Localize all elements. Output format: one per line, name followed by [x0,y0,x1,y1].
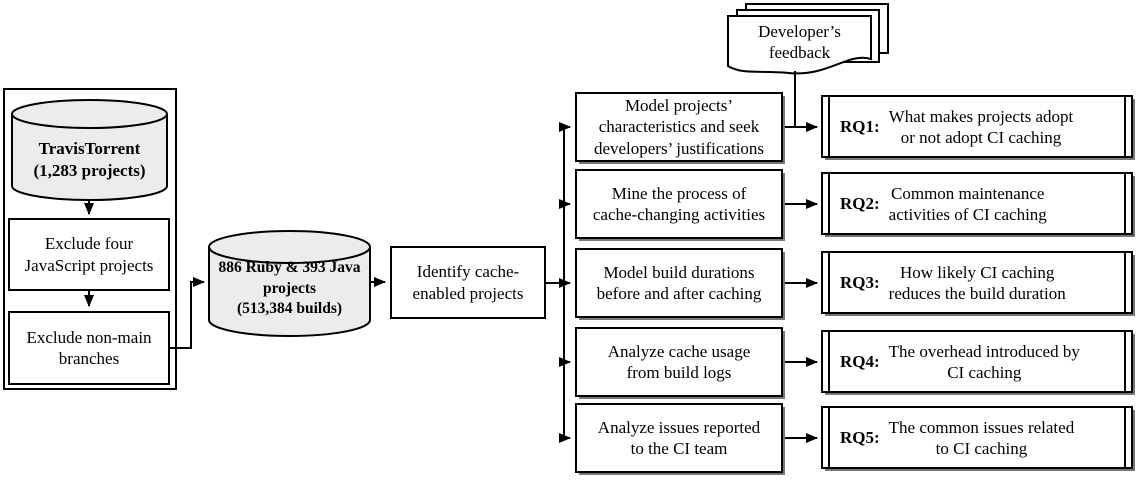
rq5-question: The common issues related to CI caching [888,417,1075,458]
rq-inner-border-right [1124,332,1126,391]
rq3-box: RQ3: How likely CI caching reduces the b… [821,251,1133,314]
rq5-box: RQ5: The common issues related to CI cac… [821,406,1133,469]
rq-inner-border-left [828,97,830,156]
travistorrent-filtering-group-box [3,88,177,390]
travistorrent-db-label: TravisTorrent (1,283 projects) [33,139,146,180]
developer-feedback-document-icon [727,3,889,75]
rq-inner-border-left [828,332,830,391]
developer-feedback-label: Developer’s feedback [758,22,841,62]
rq1-question: What makes projects adopt or not adopt C… [888,106,1074,147]
rq-inner-border-right [1124,408,1126,467]
rq-inner-border-right [1124,253,1126,312]
rq5-label: RQ5: [840,427,880,447]
identify-cache-enabled-box: Identify cache- enabled projects [390,246,546,319]
step-box-model-characteristics: Model projects’ characteristics and seek… [575,92,783,162]
exclude-javascript-box: Exclude four JavaScript projects [8,218,170,291]
exclude-branches-box: Exclude non-main branches [8,311,170,385]
filtered-projects-database-cylinder [208,230,371,337]
rq2-box: RQ2: Common maintenance activities of CI… [821,172,1133,235]
rq-inner-border-left [828,253,830,312]
rq-inner-border-left [828,408,830,467]
rq2-question: Common maintenance activities of CI cach… [888,183,1047,224]
rq-inner-border-right [1124,97,1126,156]
arrow-exclude-branches-to-filtered-db [170,277,205,349]
rq-inner-border-right [1124,174,1126,233]
rq4-question: The overhead introduced by CI caching [888,341,1080,382]
document-sheet-front [727,15,872,75]
rq2-label: RQ2: [840,193,880,213]
step-box-model-build-durations: Model build durations before and after c… [575,248,783,318]
rq1-label: RQ1: [840,116,880,136]
rq4-box: RQ4: The overhead introduced by CI cachi… [821,330,1133,393]
step-box-mine-process: Mine the process of cache-changing activ… [575,169,783,239]
rq4-label: RQ4: [840,351,880,371]
rq3-label: RQ3: [840,272,880,292]
step-box-analyze-issues: Analyze issues reported to the CI team [575,403,783,473]
step-box-analyze-cache-usage: Analyze cache usage from build logs [575,327,783,397]
rq-inner-border-left [828,174,830,233]
rq3-question: How likely CI caching reduces the build … [888,262,1066,303]
filtered-db-label: 886 Ruby & 393 Java projects (513,384 bu… [218,259,361,317]
travistorrent-database-cylinder [11,99,168,201]
rq1-box: RQ1: What makes projects adopt or not ad… [821,95,1133,158]
